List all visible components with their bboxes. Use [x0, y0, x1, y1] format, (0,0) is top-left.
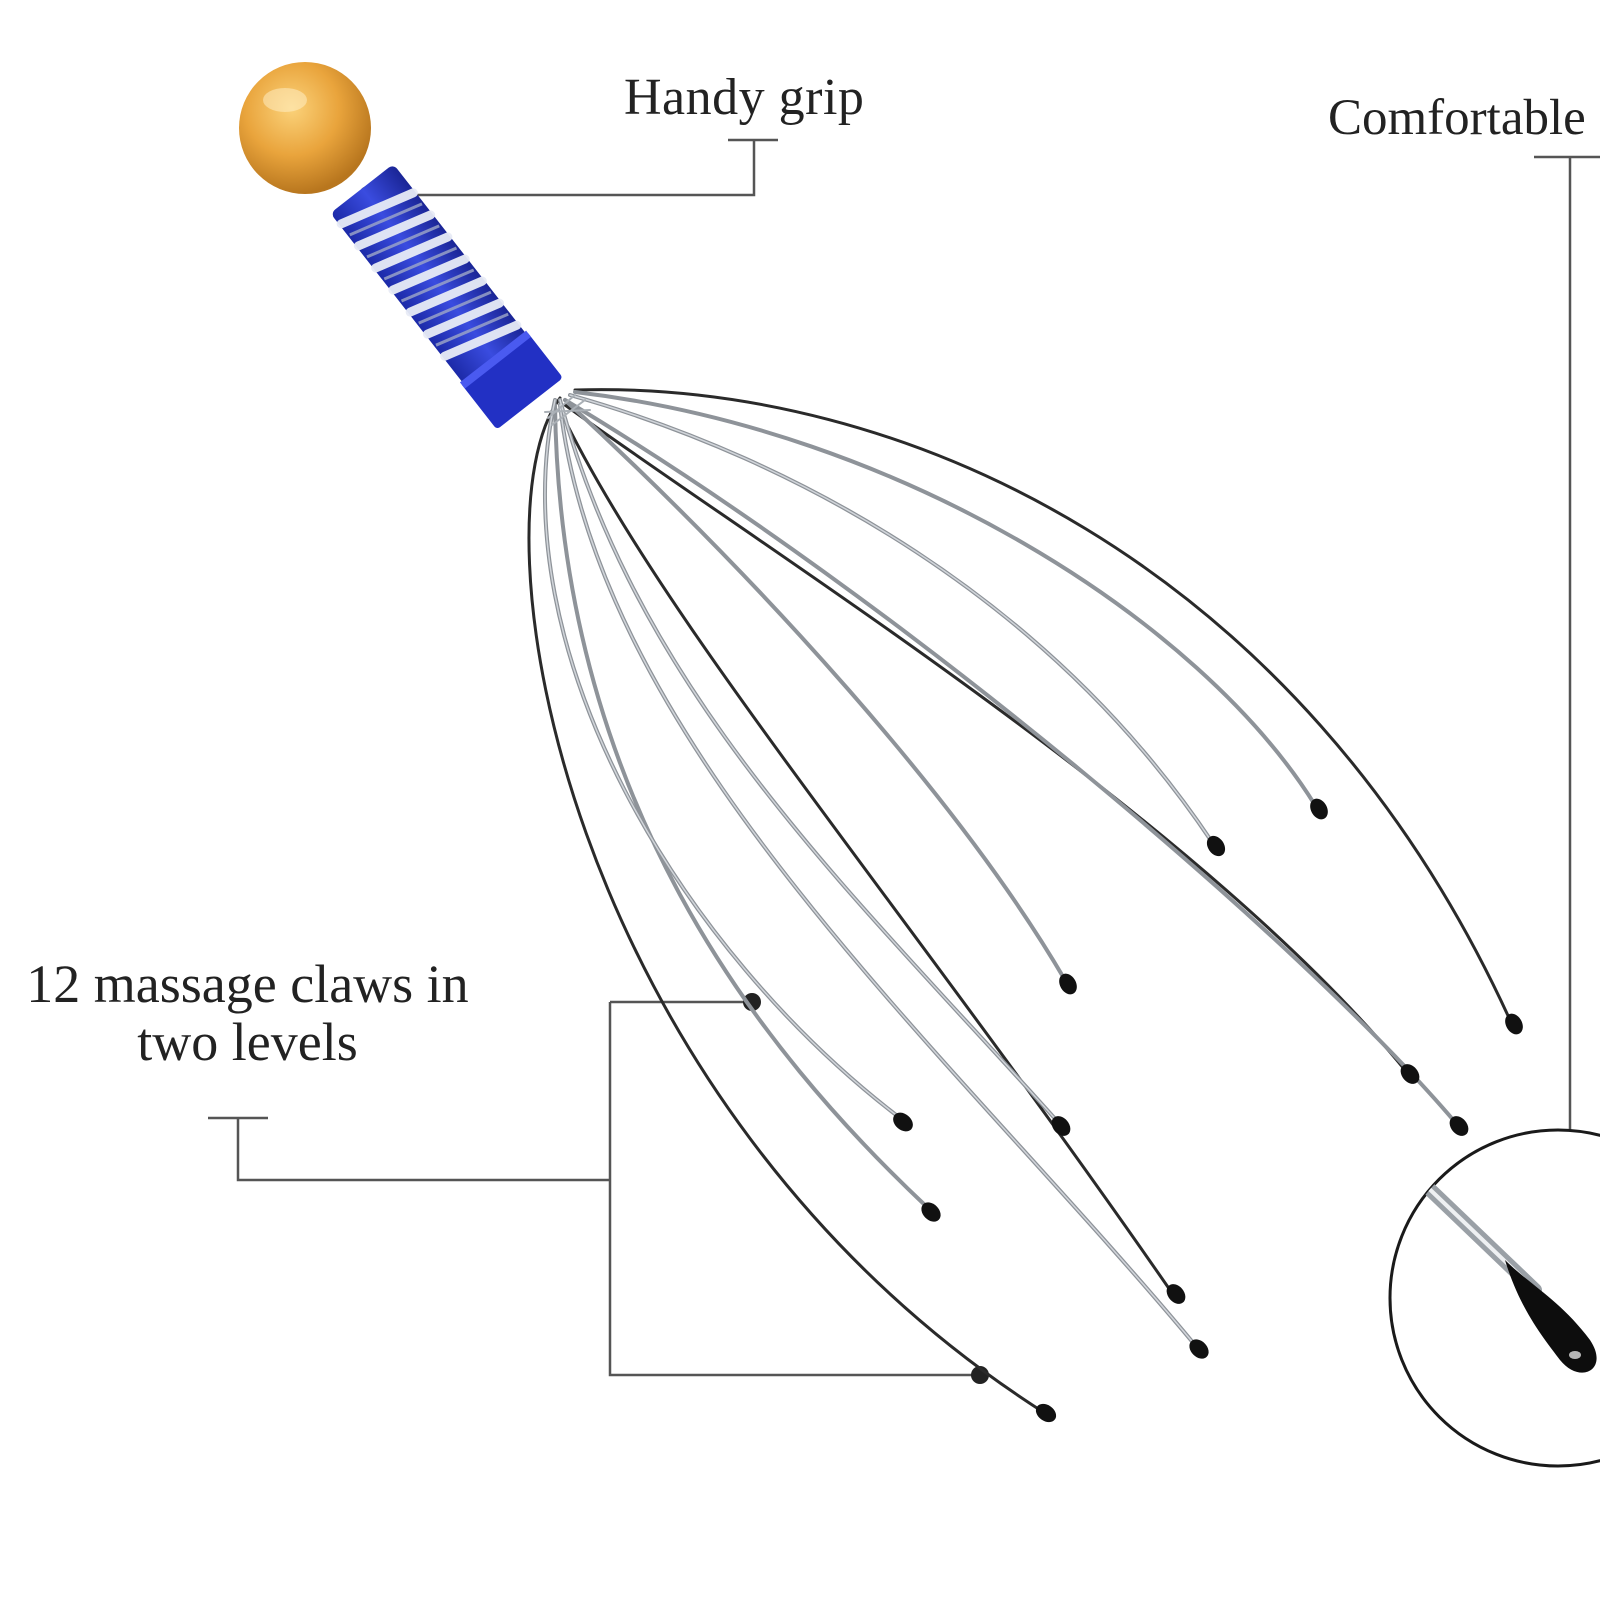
- comfortable-label: Comfortable: [1328, 90, 1586, 146]
- handle: [239, 62, 562, 428]
- leader-lines: [208, 138, 1600, 1384]
- handy-grip-label: Handy grip: [624, 69, 865, 126]
- wooden-ball: [239, 62, 371, 194]
- wire-tip-magnifier-icon: [1388, 1128, 1600, 1468]
- massage-claws-label: 12 massage claws in two levels: [0, 955, 495, 1072]
- comfortable-leader-line: [1534, 155, 1600, 1130]
- grip-leader-line: [368, 138, 778, 197]
- claws-leader-dot-upper: [743, 993, 761, 1011]
- massage-claws-label-line2: two levels: [137, 1012, 358, 1073]
- claws-leader-line: [208, 1000, 980, 1377]
- massage-wires: [527, 388, 1512, 1412]
- wire-tips: [893, 798, 1523, 1423]
- massage-claws-label-line1: 12 massage claws in: [26, 954, 469, 1014]
